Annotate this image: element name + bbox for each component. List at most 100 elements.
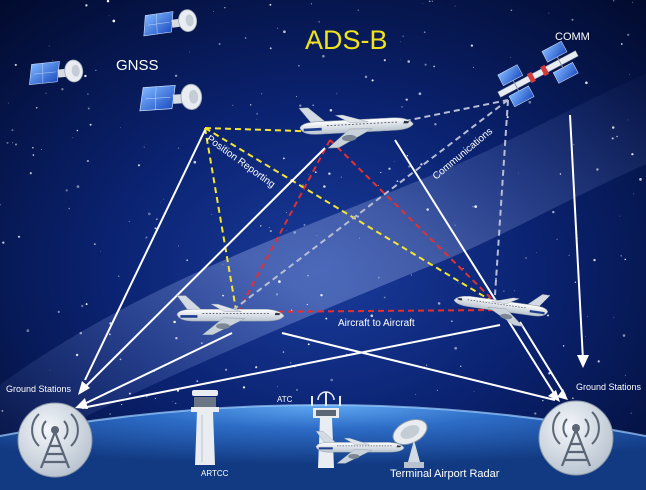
star (128, 220, 130, 223)
star (571, 18, 574, 21)
star (193, 160, 197, 164)
star (473, 390, 475, 392)
star (285, 230, 287, 232)
star (159, 316, 160, 318)
star (359, 237, 360, 239)
star (378, 184, 379, 186)
star (316, 235, 318, 236)
star (65, 189, 68, 192)
star (548, 372, 551, 375)
star (283, 30, 286, 34)
star (61, 88, 64, 91)
star (320, 294, 323, 297)
star (396, 180, 399, 183)
star (536, 251, 538, 253)
star (80, 304, 84, 308)
star (559, 173, 562, 175)
star (75, 353, 79, 357)
star (226, 146, 228, 148)
star (72, 137, 74, 139)
star (460, 365, 462, 367)
star (312, 104, 314, 107)
star (474, 205, 478, 208)
star (613, 317, 615, 319)
star (596, 168, 599, 171)
star (410, 274, 413, 276)
star (547, 314, 549, 317)
milky-way-band (0, 73, 646, 460)
star (174, 74, 178, 78)
star (99, 250, 101, 252)
star (260, 225, 262, 227)
star (568, 254, 570, 256)
star (87, 93, 89, 95)
terminal-airport-radar-label: Terminal Airport Radar (390, 468, 500, 480)
star (611, 137, 614, 140)
star (424, 63, 427, 66)
gnss-satellite-icon (137, 82, 204, 114)
star (218, 42, 221, 46)
star (556, 238, 558, 240)
star (283, 157, 285, 160)
star (35, 106, 38, 109)
star (244, 37, 247, 39)
star (8, 102, 10, 104)
star (242, 386, 246, 389)
star (52, 59, 54, 61)
star (574, 281, 577, 283)
star (155, 218, 158, 221)
star (14, 63, 17, 66)
star (510, 56, 512, 58)
star (518, 172, 519, 174)
star (631, 1, 633, 3)
star (196, 380, 199, 383)
star (119, 358, 122, 361)
star (306, 303, 308, 306)
star (323, 185, 326, 188)
star (106, 0, 110, 3)
star (407, 60, 411, 63)
star (370, 314, 374, 318)
star (17, 235, 21, 238)
star (232, 104, 234, 106)
star (128, 392, 131, 395)
star (224, 368, 228, 371)
star (422, 2, 424, 4)
star (32, 154, 35, 156)
star (330, 378, 334, 382)
star (269, 3, 272, 6)
star (620, 255, 622, 257)
star (87, 107, 90, 110)
star (462, 267, 464, 270)
star (613, 0, 615, 2)
star (383, 59, 386, 62)
star (120, 127, 121, 129)
star (357, 9, 359, 11)
star (269, 47, 272, 50)
star (200, 342, 203, 344)
star (426, 364, 428, 366)
star (340, 176, 342, 178)
comm-label: COMM (555, 31, 590, 43)
star (224, 7, 226, 9)
star (525, 257, 527, 259)
star (371, 79, 374, 82)
star (145, 236, 148, 239)
star (314, 171, 317, 174)
communications-links (232, 99, 509, 311)
star (171, 401, 173, 403)
star (260, 93, 263, 95)
star (186, 259, 189, 262)
star (11, 129, 14, 132)
star (405, 98, 408, 101)
star (293, 231, 296, 234)
ground-station-antenna-icon (16, 401, 94, 479)
star (630, 412, 632, 414)
star (268, 226, 270, 229)
star (423, 31, 426, 34)
star (503, 290, 505, 292)
star (472, 66, 474, 68)
star (146, 396, 148, 398)
star (586, 315, 588, 317)
